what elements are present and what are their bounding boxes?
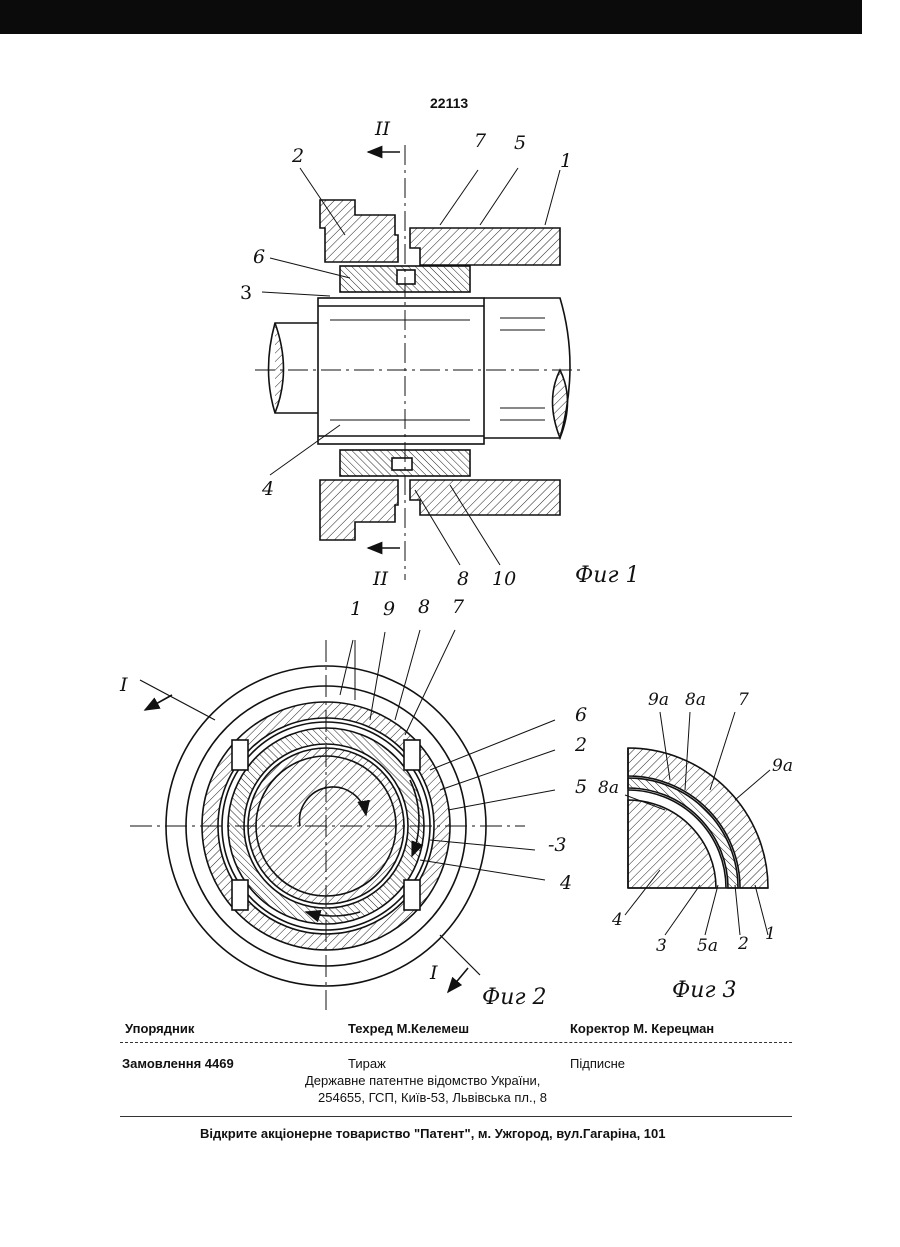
figure-1 [255, 145, 585, 580]
fig3-label: 9a [772, 756, 793, 776]
fig2-label: 6 [575, 704, 587, 726]
fig1-label: 6 [253, 246, 265, 268]
imprint-order: Замовлення 4469 [122, 1056, 234, 1071]
fig1-label: 10 [492, 568, 516, 590]
fig3-label: 1 [765, 924, 776, 944]
fig3-label: 8a [685, 690, 706, 710]
fig3-label: 5a [697, 936, 718, 956]
fig1-body-top [410, 228, 560, 265]
fig2-label: -3 [548, 834, 567, 856]
imprint-circulation: Тираж [348, 1056, 386, 1071]
imprint-rule-top [120, 1042, 792, 1043]
imprint-address: 254655, ГСП, Київ-53, Львівська пл., 8 [318, 1090, 547, 1105]
fig1-section-bottom: II [373, 568, 388, 590]
fig2-section-right: I [430, 962, 438, 984]
fig1-caption: Фиг 1 [575, 563, 640, 588]
fig1-section-top: II [375, 118, 390, 140]
imprint-publisher: Відкрите акціонерне товариство "Патент",… [200, 1126, 666, 1141]
fig1-label: 5 [514, 132, 526, 154]
fig1-body-bottom [410, 480, 560, 515]
fig3-label: 9a [648, 690, 669, 710]
fig1-housing-top [320, 200, 398, 262]
fig2-label: 5 [575, 776, 587, 798]
figure-2 [130, 630, 555, 1010]
fig2-caption: Фиг 2 [482, 985, 547, 1010]
fig3-label: 2 [738, 934, 749, 954]
fig2-label: 9 [383, 598, 395, 620]
fig2-label: 7 [452, 596, 464, 618]
fig2-label: 1 [350, 598, 362, 620]
fig2-section-left: I [120, 674, 128, 696]
fig1-label: 4 [262, 478, 274, 500]
imprint-corrector: Коректор М. Керецман [570, 1021, 714, 1036]
fig1-housing-bottom [320, 480, 398, 540]
fig3-caption: Фиг 3 [672, 978, 737, 1003]
fig1-label: 1 [560, 150, 572, 172]
imprint-subscription: Підписне [570, 1056, 625, 1071]
fig2-label: 4 [560, 872, 572, 894]
fig1-label: 3 [240, 282, 252, 304]
fig2-label: 8 [418, 596, 430, 618]
fig3-label: 3 [656, 936, 667, 956]
fig2-label: 2 [575, 734, 587, 756]
imprint-office: Державне патентне відомство України, [305, 1073, 540, 1088]
imprint-tech-editor: Техред М.Келемеш [348, 1021, 469, 1036]
imprint-compiler: Упорядник [125, 1021, 194, 1036]
imprint-rule-bottom [120, 1116, 792, 1117]
fig1-label: 8 [457, 568, 469, 590]
figure-3 [625, 712, 770, 935]
fig3-label: 4 [612, 910, 623, 930]
fig1-label: 7 [474, 130, 486, 152]
fig1-label: 2 [292, 145, 304, 167]
fig3-label: 8a [598, 778, 619, 798]
fig3-label: 7 [738, 690, 749, 710]
